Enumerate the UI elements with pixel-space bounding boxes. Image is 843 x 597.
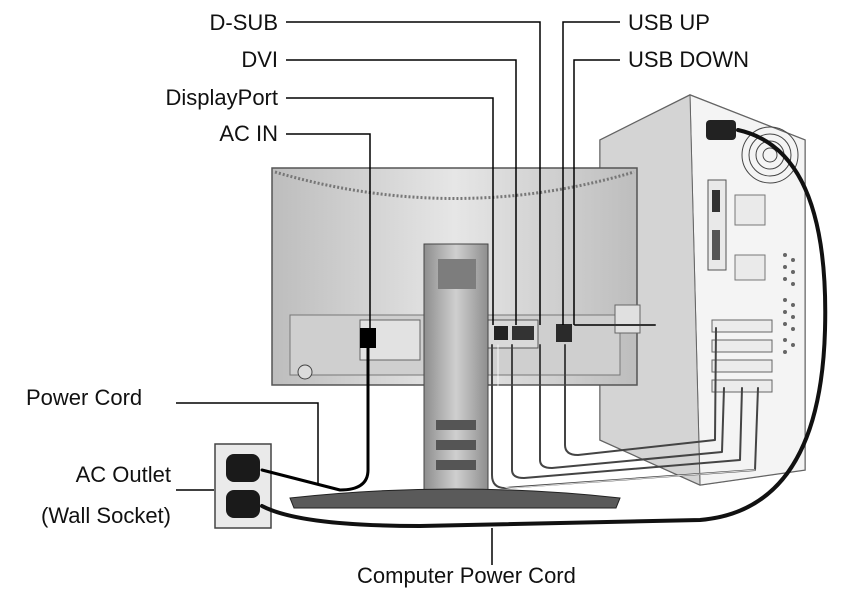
label-computer-power-cord: Computer Power Cord bbox=[357, 563, 576, 588]
label-ac-outlet: AC Outlet bbox=[75, 462, 171, 487]
label-wall-socket: (Wall Socket) bbox=[41, 503, 171, 528]
vent-holes bbox=[783, 253, 795, 354]
label-displayport: DisplayPort bbox=[165, 85, 278, 110]
leader-power-cord bbox=[176, 402, 319, 484]
leader-lines bbox=[176, 21, 620, 565]
computer-tower bbox=[599, 94, 806, 486]
wall-outlet bbox=[214, 443, 272, 529]
leader-displayport bbox=[286, 97, 494, 325]
label-dvi: DVI bbox=[241, 47, 278, 72]
label-usb-up: USB UP bbox=[628, 10, 710, 35]
label-usb-down: USB DOWN bbox=[628, 47, 749, 72]
label-power-cord: Power Cord bbox=[26, 385, 143, 410]
cables bbox=[260, 128, 828, 528]
leader-ac-in bbox=[286, 133, 371, 330]
leader-usb-up bbox=[562, 21, 620, 325]
leader-dvi bbox=[286, 59, 517, 325]
monitor-stand bbox=[289, 243, 621, 509]
leader-usb-down bbox=[573, 59, 620, 325]
label-d-sub: D-SUB bbox=[209, 10, 278, 35]
leader-d-sub bbox=[286, 21, 541, 325]
label-ac-in: AC IN bbox=[219, 121, 278, 146]
